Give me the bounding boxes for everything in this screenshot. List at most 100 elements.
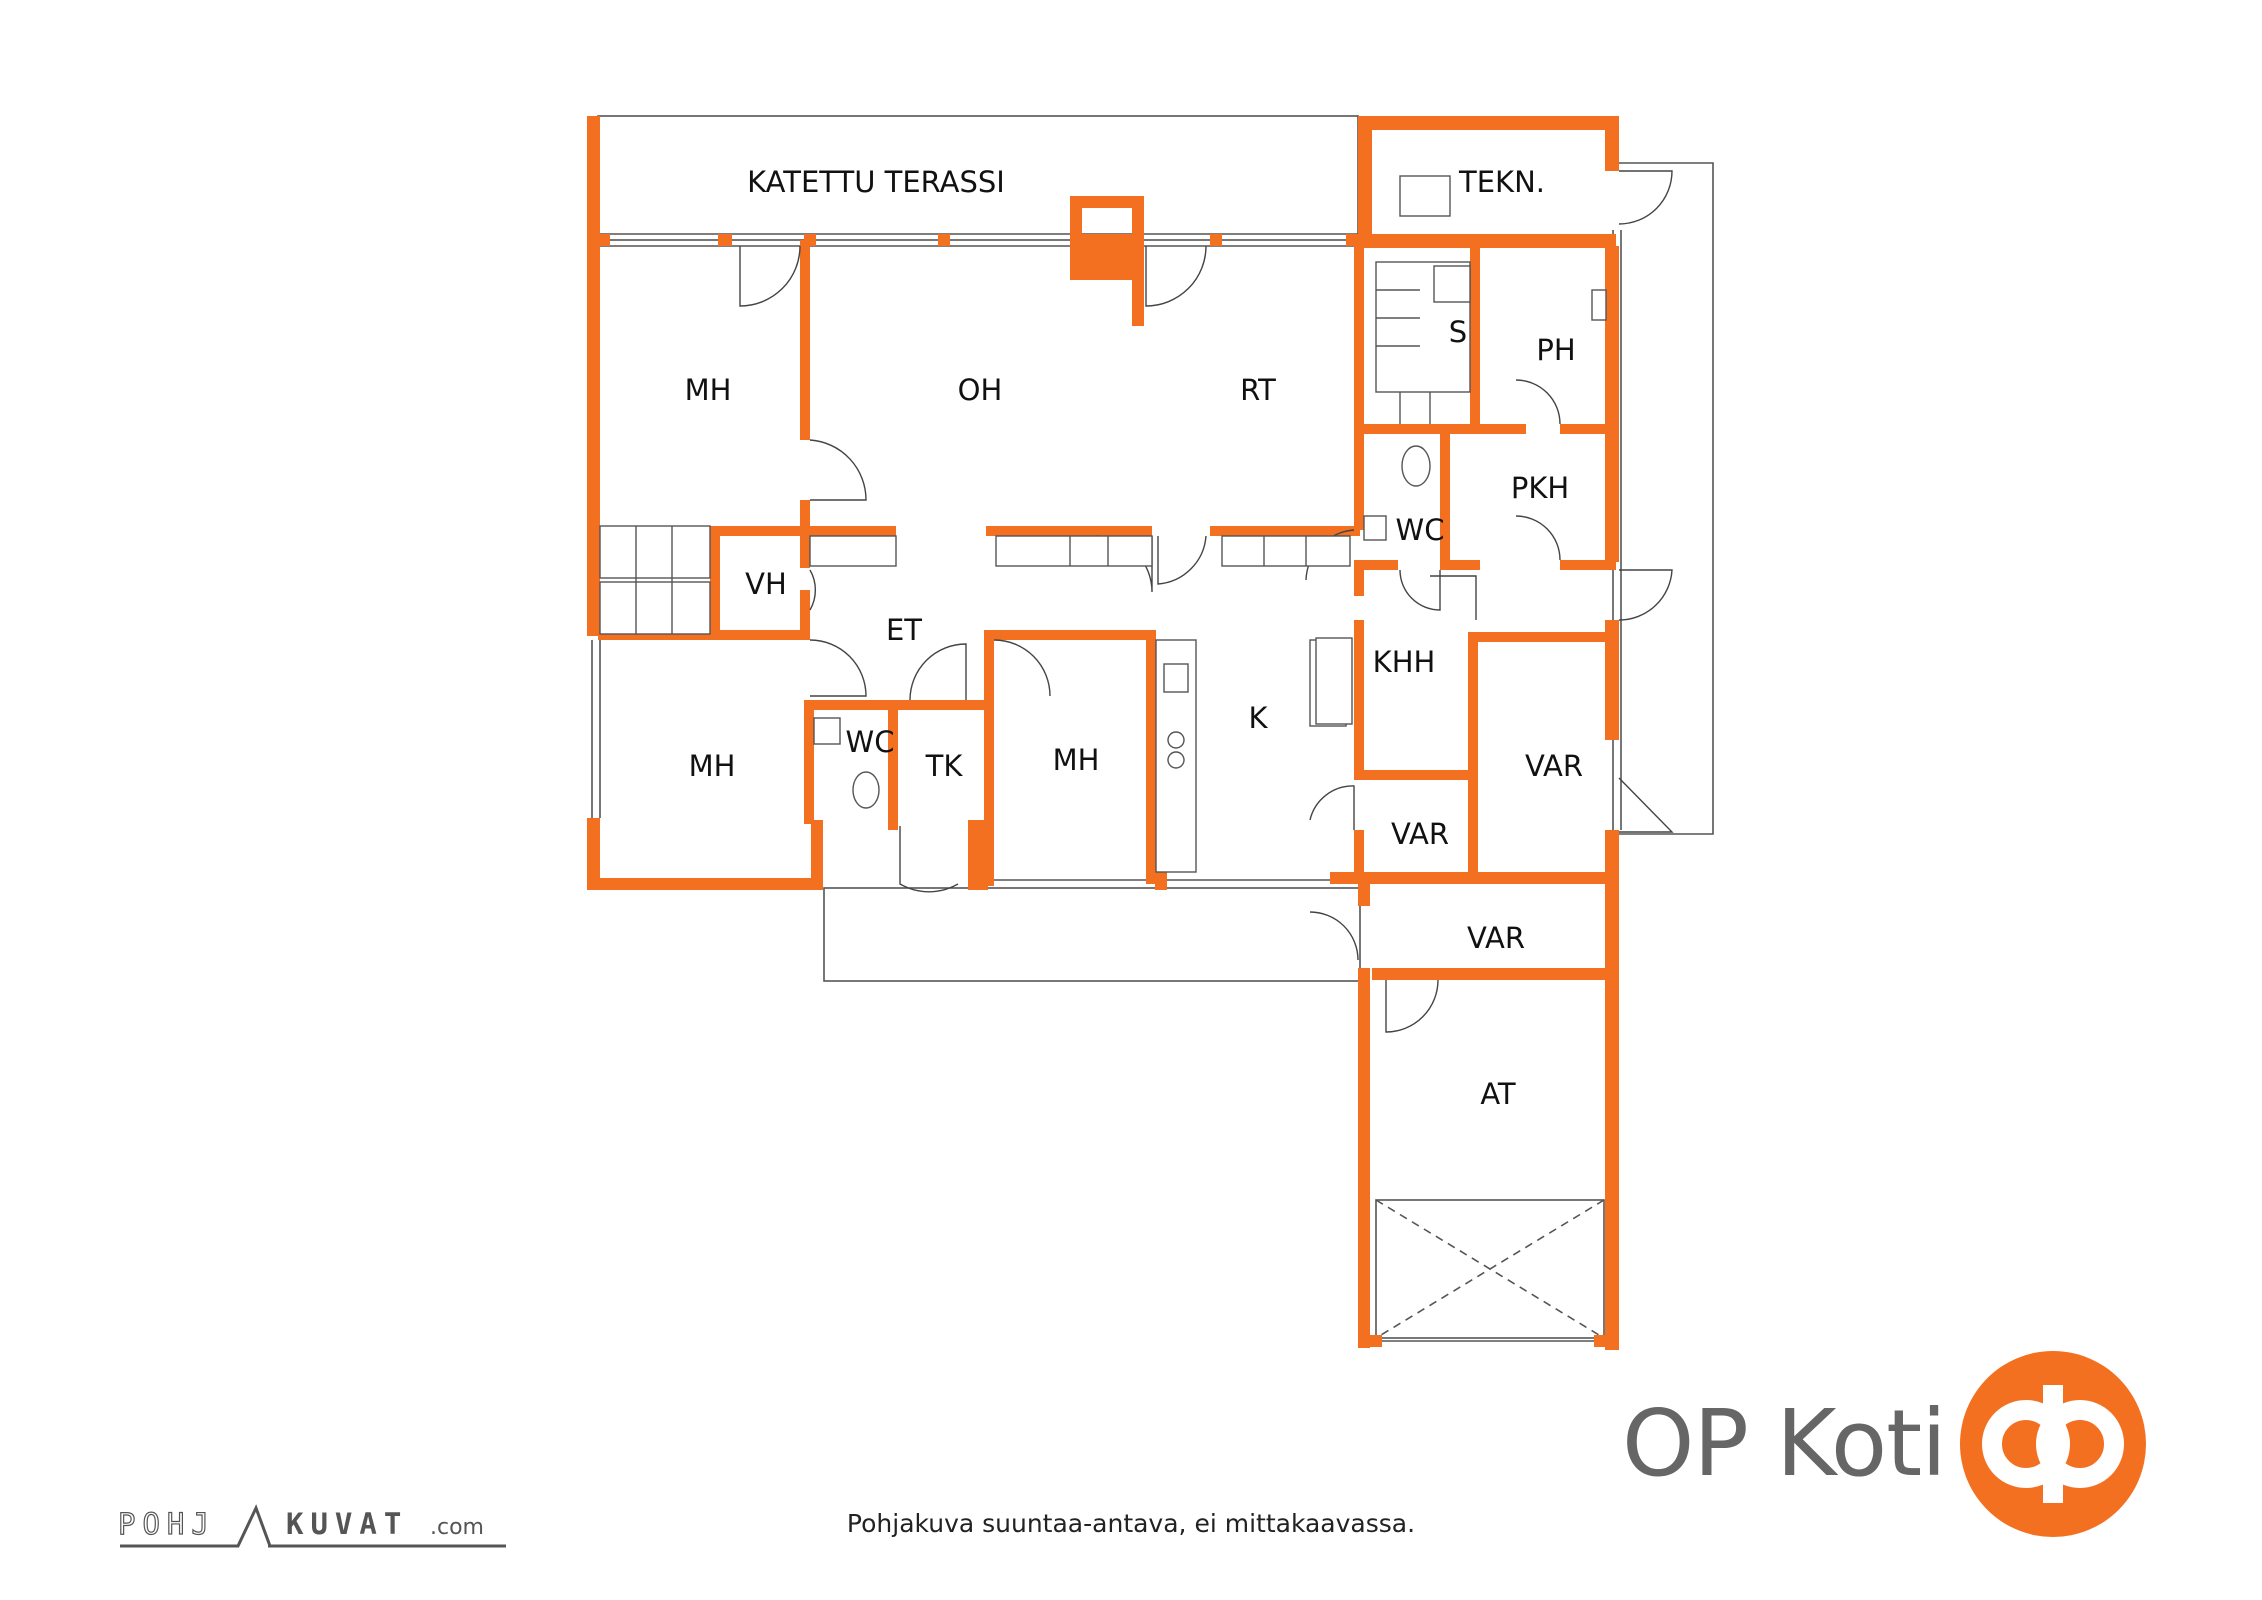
wall-khh-left-top xyxy=(1354,560,1364,596)
room-label-var-right: VAR xyxy=(1525,749,1583,783)
room-label-k: K xyxy=(1248,701,1268,735)
wall-rt-right xyxy=(1354,246,1364,530)
boiler-icon xyxy=(1399,175,1451,217)
wall-et-top xyxy=(810,526,896,536)
wardrobe xyxy=(599,525,711,579)
room-label-mh-mid: MH xyxy=(1053,743,1100,777)
wall-mh-mid-right xyxy=(1146,630,1156,884)
disclaimer-caption: Pohjakuva suuntaa-antava, ei mittakaavas… xyxy=(846,1509,1416,1538)
wall-tekn-bottom xyxy=(1358,234,1616,248)
cabinet xyxy=(809,535,897,567)
room-label-vh: VH xyxy=(745,567,787,601)
room-label-tekn: TEKN. xyxy=(1458,165,1545,199)
room-labels: KATETTU TERASSI TEKN. MH OH RT S PH PKH … xyxy=(685,165,1583,1111)
wall-top-stub xyxy=(598,234,610,246)
door xyxy=(1399,569,1441,611)
door xyxy=(1515,515,1561,561)
room-label-katettu-terassi: KATETTU TERASSI xyxy=(747,165,1005,199)
wall-vh-bottom xyxy=(598,630,810,640)
cabinet xyxy=(995,535,1153,567)
door xyxy=(809,639,867,697)
wall-wc-bottom xyxy=(811,820,823,890)
door xyxy=(993,639,1051,697)
wall-tekn-right xyxy=(1605,116,1619,171)
wall-left-upper xyxy=(587,116,600,636)
room-label-ph: PH xyxy=(1536,333,1575,367)
wall-top-fireplace xyxy=(1070,234,1144,246)
wall-right-mid xyxy=(1605,620,1619,740)
wall-mh-oh xyxy=(800,240,810,440)
door xyxy=(809,569,817,611)
room-label-pkh: PKH xyxy=(1511,471,1569,505)
watermark-text-right: KUVAT xyxy=(286,1507,408,1541)
wall-wc-pkh xyxy=(1440,432,1450,564)
wall-mh-mid-top xyxy=(984,630,1156,640)
wall-var-top xyxy=(1475,632,1615,642)
pohjakuvat-watermark: POHJ KUVAT .com xyxy=(118,1504,506,1548)
room-label-var-small: VAR xyxy=(1391,817,1449,851)
stove-icon xyxy=(1167,751,1185,769)
wall-at-left xyxy=(1358,968,1370,1348)
wall-rt-shelf xyxy=(1210,526,1360,536)
room-label-et: ET xyxy=(886,613,922,647)
wall-mh-mid-left xyxy=(984,630,994,886)
wall-tk-top xyxy=(898,700,988,710)
fixtures xyxy=(599,175,1607,873)
wall-wc-tk xyxy=(888,700,898,830)
door xyxy=(1430,575,1477,620)
toilet-icon xyxy=(1401,445,1431,487)
wall-wc-left xyxy=(804,700,814,824)
door xyxy=(909,643,967,701)
walls xyxy=(587,116,1619,1350)
wall-tk-bottom xyxy=(968,820,988,890)
wall-top-stub xyxy=(718,234,732,246)
wall-right-lower xyxy=(1605,830,1619,1350)
shower-icon xyxy=(1591,289,1607,321)
wall-k-bottom-left xyxy=(1155,872,1167,890)
room-label-var-lower: VAR xyxy=(1467,921,1525,955)
brand-name: OP Koti xyxy=(1622,1390,1947,1497)
wall-pkh-bottom-r xyxy=(1560,560,1616,570)
wall-vh-right xyxy=(800,590,810,634)
wall-top-stub xyxy=(938,234,950,246)
wall-s-ph xyxy=(1470,246,1480,432)
basin-icon xyxy=(1363,515,1387,541)
wall-at-top xyxy=(1372,968,1612,980)
door xyxy=(1385,979,1439,1033)
fireplace-body xyxy=(1070,246,1144,280)
room-label-mh-top: MH xyxy=(685,373,732,407)
room-label-tk: TK xyxy=(925,749,964,783)
room-label-khh: KHH xyxy=(1373,645,1436,679)
door xyxy=(809,439,867,501)
wall-tekn-left xyxy=(1358,116,1372,248)
wall-var-left xyxy=(1354,830,1364,882)
room-label-mh-left: MH xyxy=(689,749,736,783)
door xyxy=(1618,569,1673,621)
room-label-wc-right: WC xyxy=(1396,513,1445,547)
doors xyxy=(739,170,1674,1033)
stove-icon xyxy=(1167,731,1185,749)
toilet-icon xyxy=(852,771,880,809)
door xyxy=(1309,911,1359,961)
wall-vh-left xyxy=(710,526,720,636)
wall-at-corner-l xyxy=(1358,1335,1382,1347)
cabinet xyxy=(1221,535,1351,567)
wall-at-corner-r xyxy=(1594,1335,1618,1347)
door xyxy=(1157,535,1207,585)
wall-right-upper xyxy=(1605,246,1619,562)
wall-fireplace-top xyxy=(1070,196,1144,208)
watermark-text-left: POHJ xyxy=(118,1507,216,1541)
wall-top-stub xyxy=(1210,234,1222,246)
wall-var-left-lower xyxy=(1358,884,1370,906)
sauna-stove-icon xyxy=(1433,265,1471,303)
door xyxy=(1145,245,1207,307)
door xyxy=(1515,379,1561,425)
wall-left-lower xyxy=(587,818,600,890)
wall-ph-bottom-l xyxy=(1470,424,1526,434)
wall-oh-shelf xyxy=(986,526,1152,536)
room-label-at: AT xyxy=(1480,1077,1516,1111)
washer-icon xyxy=(1315,637,1353,725)
watermark-suffix: .com xyxy=(430,1515,484,1540)
op-logo-icon xyxy=(1960,1351,2146,1537)
